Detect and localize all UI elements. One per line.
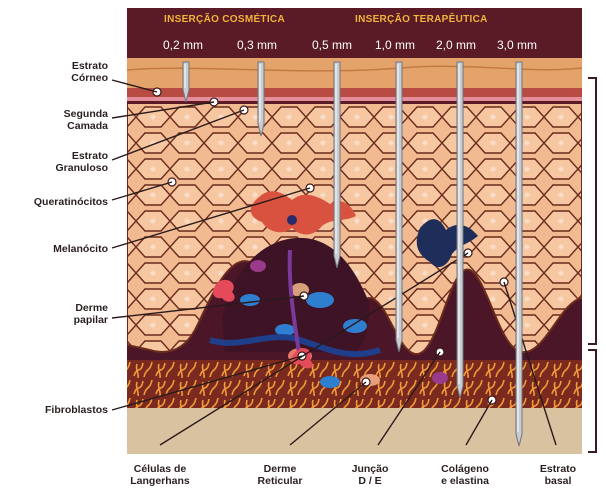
label-colageno: Colágeno e elastina: [425, 463, 505, 487]
needle-0-5---: [334, 62, 340, 268]
label-derme-reticular: Derme Reticular: [245, 463, 315, 487]
label-estrato-basal: Estrato basal: [528, 463, 588, 487]
needle-label-0-5: 0,5 mm: [312, 38, 352, 52]
header-therapeutic: INSERÇÃO TERAPÊUTICA: [355, 14, 488, 25]
hypodermis-band: [127, 405, 582, 455]
right-bracket: [588, 78, 596, 452]
label-estrato-corneo: Estrato Córneo: [71, 60, 108, 84]
label-segunda-camada: Segunda Camada: [64, 108, 108, 132]
needle-0-3---: [258, 62, 264, 136]
needle-label-0-2: 0,2 mm: [163, 38, 203, 52]
needle-3-0---: [516, 62, 522, 446]
reticular-fiber-band: [127, 358, 582, 408]
needle-label-2-0: 2,0 mm: [436, 38, 476, 52]
stratum-corneum: [127, 58, 582, 88]
header-cosmetic: INSERÇÃO COSMÉTICA: [164, 14, 285, 25]
needle-1-0---: [396, 62, 402, 352]
needle-2-0---: [457, 62, 463, 398]
label-melanocito: Melanócito: [53, 243, 108, 255]
needle-label-0-3: 0,3 mm: [237, 38, 277, 52]
label-juncao: Junção D / E: [340, 463, 400, 487]
needle-label-1-0: 1,0 mm: [375, 38, 415, 52]
label-estrato-granuloso: Estrato Granuloso: [55, 150, 108, 174]
label-langerhans: Células de Langerhans: [115, 463, 205, 487]
second-layer: [127, 88, 582, 98]
label-fibroblastos: Fibroblastos: [45, 404, 108, 416]
label-derme-papilar: Derme papilar: [74, 302, 108, 326]
label-queratinocitos: Queratinócitos: [34, 196, 108, 208]
needle-label-3-0: 3,0 mm: [497, 38, 537, 52]
